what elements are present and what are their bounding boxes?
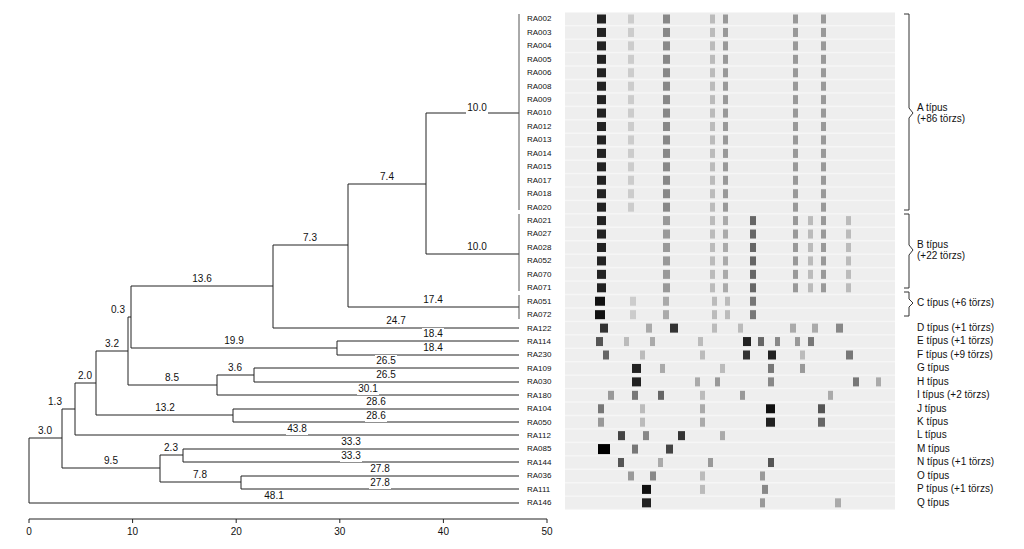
distance-value: 1.3	[47, 396, 63, 408]
strain-label: RA009	[527, 95, 551, 104]
strain-label: RA020	[527, 203, 551, 212]
strain-label: RA180	[527, 391, 551, 400]
distance-value: 18.4	[422, 342, 443, 354]
distance-value: 17.4	[422, 294, 443, 306]
distance-value: 18.4	[422, 328, 443, 340]
strain-label: RA051	[527, 297, 551, 306]
strain-label: RA144	[527, 458, 551, 467]
distance-value: 43.8	[286, 423, 307, 435]
distance-value: 8.5	[164, 372, 180, 384]
distance-value: 28.6	[365, 396, 386, 408]
strain-label: RA104	[527, 404, 551, 413]
type-label: P típus (+1 törzs)	[917, 483, 993, 495]
strain-label: RA012	[527, 122, 551, 131]
type-label: Q típus	[917, 497, 949, 509]
distance-value: 26.5	[375, 355, 396, 367]
type-label: F típus (+9 törzs)	[917, 349, 993, 361]
strain-label: RA230	[527, 350, 551, 359]
strain-label: RA036	[527, 471, 551, 480]
strain-label: RA072	[527, 310, 551, 319]
axis-tick-label: 50	[541, 526, 552, 538]
strain-label: RA015	[527, 162, 551, 171]
strain-label: RA122	[527, 324, 551, 333]
distance-value: 2.0	[77, 370, 93, 382]
distance-value: 27.8	[369, 477, 390, 489]
strain-label: RA018	[527, 189, 551, 198]
type-label: G típus	[917, 362, 949, 374]
distance-value: 10.0	[466, 241, 487, 253]
distance-value: 7.4	[379, 171, 395, 183]
strain-label: RA028	[527, 243, 551, 252]
strain-label: RA006	[527, 68, 551, 77]
type-label: C típus (+6 törzs)	[917, 297, 994, 309]
distance-value: 24.7	[385, 315, 406, 327]
gel-image	[565, 12, 895, 510]
distance-value: 2.3	[163, 442, 179, 454]
strain-label: RA114	[527, 337, 551, 346]
type-label: A típus (+86 törzs)	[917, 102, 969, 125]
distance-value: 27.8	[369, 463, 390, 475]
distance-value: 26.5	[375, 369, 396, 381]
strain-label: RA004	[527, 41, 551, 50]
group-bracket	[904, 14, 913, 316]
type-label: M típus	[917, 443, 950, 455]
strain-label: RA010	[527, 108, 551, 117]
axis-tick-label: 40	[438, 526, 449, 538]
axis-tick-label: 10	[127, 526, 138, 538]
axis	[29, 519, 547, 523]
type-label: H típus	[917, 376, 949, 388]
strain-label: RA027	[527, 229, 551, 238]
strain-label: RA070	[527, 270, 551, 279]
distance-value: 30.1	[357, 383, 378, 395]
type-label: L típus	[917, 429, 947, 441]
distance-value: 3.2	[104, 338, 120, 350]
strain-label: RA008	[527, 82, 551, 91]
strain-label: RA014	[527, 149, 551, 158]
type-label: J típus	[917, 403, 946, 415]
strain-label: RA146	[527, 498, 551, 507]
axis-tick-label: 20	[231, 526, 242, 538]
strain-label: RA050	[527, 418, 551, 427]
strain-label: RA030	[527, 377, 551, 386]
strain-label: RA109	[527, 364, 551, 373]
distance-value: 3.0	[37, 425, 53, 437]
type-label: N típus (+1 törzs)	[917, 456, 994, 468]
distance-value: 28.6	[365, 410, 386, 422]
strain-label: RA052	[527, 256, 551, 265]
strain-label: RA017	[527, 176, 551, 185]
type-label: I típus (+2 törzs)	[917, 389, 990, 401]
distance-value: 13.6	[191, 273, 212, 285]
axis-tick-label: 30	[334, 526, 345, 538]
distance-value: 48.1	[263, 490, 284, 502]
strain-label: RA111	[527, 485, 550, 494]
type-label: D típus (+1 törzs)	[917, 322, 994, 334]
distance-value: 9.5	[103, 455, 119, 467]
distance-value: 10.0	[466, 102, 487, 114]
type-label: K típus	[917, 416, 948, 428]
strain-label: RA005	[527, 55, 551, 64]
distance-value: 3.6	[227, 362, 243, 374]
strain-label: RA003	[527, 28, 551, 37]
strain-label: RA085	[527, 444, 551, 453]
axis-tick-label: 0	[26, 526, 32, 538]
strain-label: RA112	[527, 431, 551, 440]
distance-value: 7.8	[192, 469, 208, 481]
strain-label: RA002	[527, 14, 551, 23]
distance-value: 19.9	[223, 335, 244, 347]
strain-label: RA071	[527, 283, 551, 292]
type-label: E típus (+1 törzs)	[917, 335, 993, 347]
distance-value: 33.3	[340, 450, 361, 462]
type-label: B típus (+22 törzs)	[917, 239, 969, 262]
distance-value: 13.2	[154, 402, 175, 414]
strain-label: RA013	[527, 135, 551, 144]
distance-value: 7.3	[302, 232, 318, 244]
distance-value: 33.3	[340, 436, 361, 448]
dendrogram-tree	[29, 14, 519, 503]
distance-value: 0.3	[110, 304, 126, 316]
type-label: O típus	[917, 470, 949, 482]
strain-label: RA021	[527, 216, 551, 225]
